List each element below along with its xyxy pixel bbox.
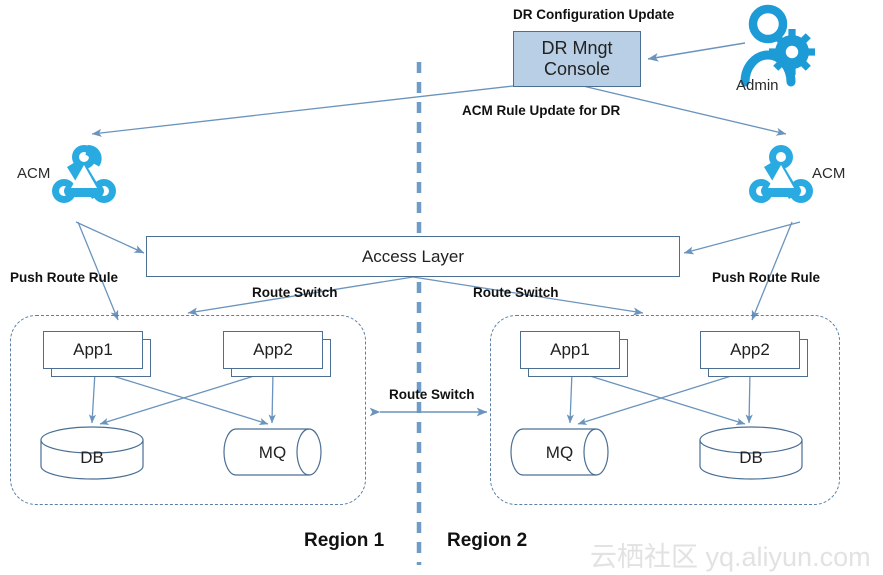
db-label-region1: DB xyxy=(80,448,104,467)
console-line1: DR Mngt xyxy=(541,38,613,59)
label-push-route-rule-right: Push Route Rule xyxy=(712,270,821,285)
acm-chain-icon xyxy=(52,144,116,203)
region-2-caption: Region 2 xyxy=(447,530,528,551)
app1-label-region1: App1 xyxy=(73,340,113,359)
edge-console-to-acm-left xyxy=(91,85,514,137)
app2-label-region1: App2 xyxy=(253,340,293,359)
db-cylinder-region2 xyxy=(699,426,803,480)
edge-acm-left-to-access xyxy=(75,221,145,254)
region-1-container xyxy=(10,315,366,505)
edge-acm-right-to-region2 xyxy=(751,221,793,321)
mq-cylinder-region1 xyxy=(223,428,322,476)
edge-console-to-acm-right xyxy=(582,85,787,136)
app2-node-region1[interactable]: App2 xyxy=(223,331,323,369)
edge-access-to-region1 xyxy=(187,276,414,316)
region-2-container xyxy=(490,315,840,505)
label-route-switch-center: Route Switch xyxy=(389,387,475,402)
app2-label-region2: App2 xyxy=(730,340,770,359)
edge-r2-app2-to-mq xyxy=(577,371,745,425)
label-route-switch-right: Route Switch xyxy=(473,285,559,300)
mq-cylinder-region2 xyxy=(510,428,609,476)
mq-label-region1: MQ xyxy=(258,443,287,462)
label-route-switch-left: Route Switch xyxy=(252,285,338,300)
app1-node-region1[interactable]: App1 xyxy=(43,331,143,369)
edge-r1-app2-to-mq xyxy=(268,371,276,424)
edge-acm-right-to-access xyxy=(683,221,801,255)
admin-person-gear-icon xyxy=(740,4,815,87)
edge-r2-app1-to-mq xyxy=(566,371,574,424)
edge-acm-left-to-region1 xyxy=(77,221,119,321)
app1-label-region2: App1 xyxy=(550,340,590,359)
edge-access-to-region2 xyxy=(412,276,644,316)
edge-r1-app1-to-db xyxy=(88,371,97,424)
db-label-region2: DB xyxy=(739,448,763,467)
acm-chain-icon xyxy=(749,145,813,203)
label-push-route-rule-left: Push Route Rule xyxy=(10,270,119,285)
edge-admin-to-console xyxy=(647,42,746,62)
edge-r1-app2-to-db xyxy=(99,371,268,425)
app2-node-region2[interactable]: App2 xyxy=(700,331,800,369)
access-layer-node[interactable]: Access Layer xyxy=(146,236,680,277)
acm-label-right: ACM xyxy=(812,165,846,182)
mq-label-region2: MQ xyxy=(545,443,574,462)
label-dr-configuration-update: DR Configuration Update xyxy=(513,7,675,22)
label-acm-rule-update-for-dr: ACM Rule Update for DR xyxy=(462,103,621,118)
db-cylinder-region1 xyxy=(40,426,144,480)
access-layer-label: Access Layer xyxy=(361,246,465,266)
region-1-caption: Region 1 xyxy=(304,530,385,551)
app1-node-region2[interactable]: App1 xyxy=(520,331,620,369)
console-line2: Console xyxy=(543,59,611,79)
watermark: 云栖社区 yq.aliyun.com xyxy=(590,542,871,572)
acm-label-left: ACM xyxy=(17,165,51,182)
admin-label: Admin xyxy=(736,77,779,94)
edge-r2-app2-to-db xyxy=(745,371,753,424)
dr-mngt-console-node[interactable]: DR Mngt Console xyxy=(513,31,641,87)
